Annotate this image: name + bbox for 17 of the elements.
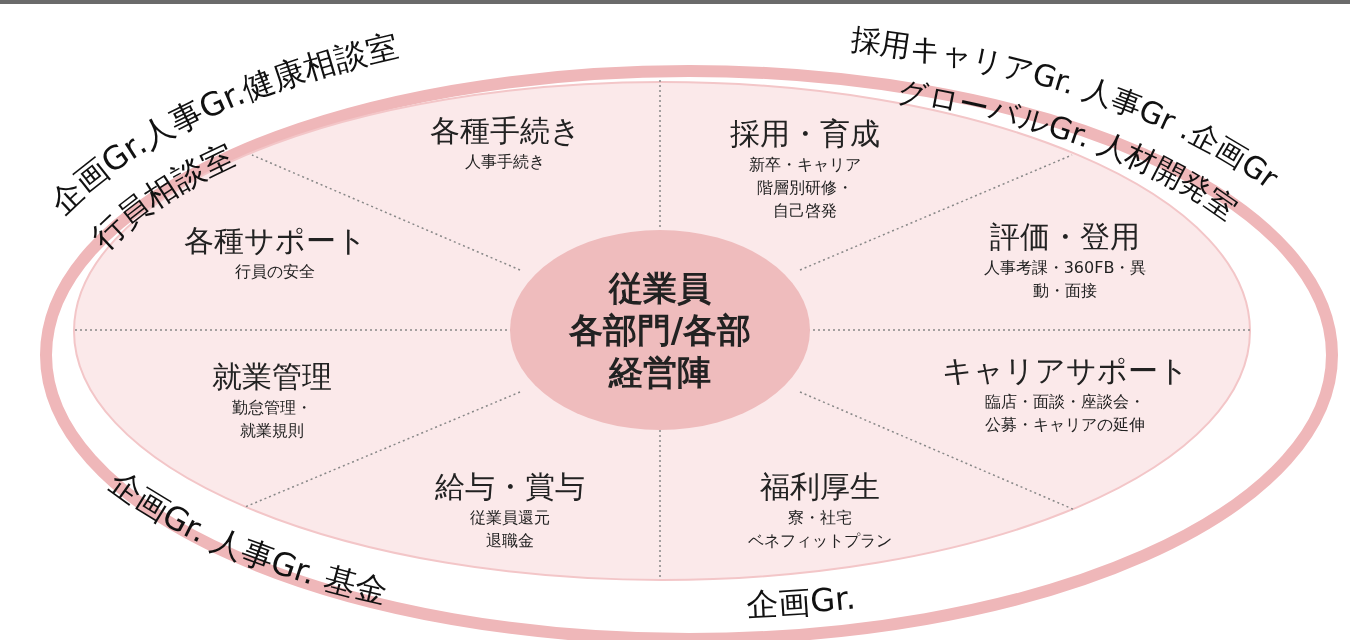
sector-heading: 福利厚生 (759, 468, 881, 506)
sector-text: 従業員還元退職金 (470, 507, 550, 552)
sector-text: 新卒・キャリア階層別研修・自己啓発 (749, 154, 861, 222)
sector-text: 寮・社宅ベネフィットプラン (748, 507, 892, 552)
sector-heading: 各種サポート (183, 222, 367, 260)
sector-heading: 採用・育成 (730, 115, 880, 153)
ring-label: 企画Gr. (745, 578, 858, 624)
sector-heading: 各種手続き (429, 112, 581, 150)
sector-text: 勤怠管理・就業規則 (232, 397, 312, 442)
sector-text: 行員の安全 (235, 261, 315, 283)
sector-heading: キャリアサポート (941, 352, 1189, 390)
sector-heading: 評価・登用 (989, 218, 1141, 256)
sector-text: 人事手続き (465, 151, 545, 173)
sector-heading: 給与・賞与 (435, 468, 585, 506)
sector-text: 臨店・面談・座談会・公募・キャリアの延伸 (985, 391, 1145, 436)
sector-heading: 就業管理 (212, 358, 332, 396)
sector-text: 人事考課・360FB・異動・面接 (983, 257, 1147, 302)
